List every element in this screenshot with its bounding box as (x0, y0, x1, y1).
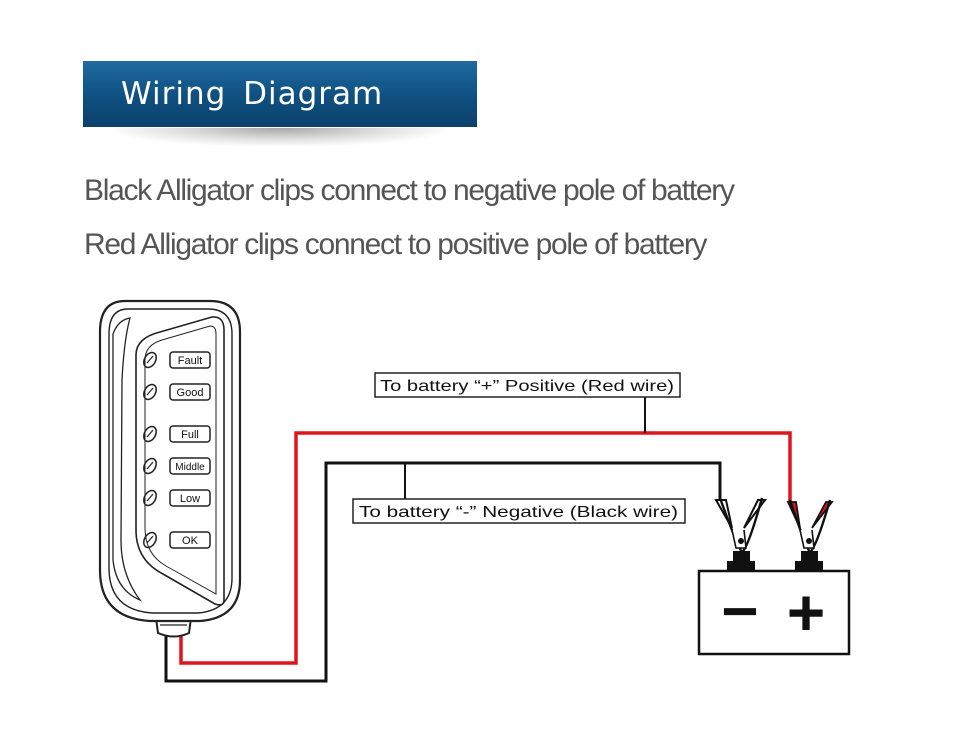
title-banner: Wiring Diagram (83, 61, 477, 127)
indicator-label-low: Low (180, 493, 200, 505)
battery-positive-terminal (795, 561, 823, 571)
indicator-ok: OK (143, 531, 211, 549)
battery-body (697, 569, 851, 656)
battery: − + (697, 561, 851, 656)
black-alligator-clip (714, 497, 767, 561)
led-full-icon (143, 425, 157, 443)
black-wire (164, 461, 722, 683)
red-alligator-clip (786, 499, 834, 561)
red-wire (179, 431, 792, 665)
black-wire-label-text: To battery “-” Negative (Black wire) (359, 504, 678, 521)
instruction-black-clip: Black Alligator clips connect to negativ… (84, 174, 735, 207)
indicator-fault: Fault (143, 351, 211, 369)
battery-negative-symbol: − (721, 575, 758, 647)
battery-negative-terminal (727, 561, 755, 571)
led-low-icon (143, 489, 157, 507)
led-ok-icon (143, 531, 157, 549)
title-shadow (115, 128, 445, 146)
page-title: Wiring Diagram (121, 76, 384, 112)
indicator-label-ok: OK (182, 535, 199, 547)
led-good-icon (143, 383, 157, 401)
indicator-label-full: Full (181, 429, 199, 441)
black-wire-label: To battery “-” Negative (Black wire) (352, 498, 686, 524)
instruction-red-clip: Red Alligator clips connect to positive … (84, 228, 708, 261)
led-fault-icon (143, 351, 157, 369)
indicator-label-good: Good (177, 387, 204, 399)
indicator-full: Full (143, 425, 211, 443)
indicator-middle: Middle (143, 457, 211, 475)
led-middle-icon (143, 457, 157, 475)
indicator-label-fault: Fault (178, 355, 202, 367)
indicator-low: Low (143, 489, 211, 507)
indicator-good: Good (143, 383, 211, 401)
red-wire-label: To battery “+” Positive (Red wire) (374, 372, 681, 398)
indicator-label-middle: Middle (175, 462, 205, 473)
battery-positive-symbol: + (787, 575, 826, 649)
red-wire-label-text: To battery “+” Positive (Red wire) (380, 378, 674, 395)
